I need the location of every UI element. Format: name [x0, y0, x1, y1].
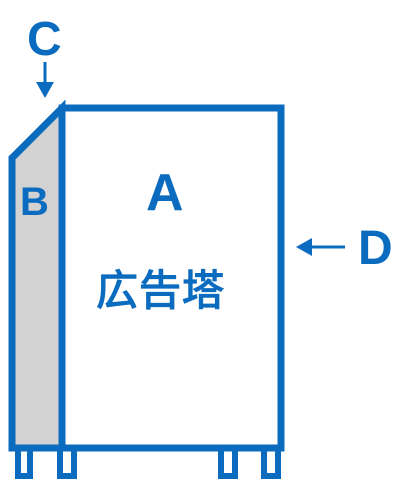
label-c: C [27, 13, 62, 66]
front-panel [58, 104, 285, 452]
side-panel [8, 99, 66, 452]
foot-2 [57, 450, 77, 479]
arrow-d [296, 238, 345, 256]
label-b: B [20, 180, 49, 224]
foot-1 [15, 450, 33, 479]
foot-4 [261, 450, 281, 479]
arrow-c [36, 62, 54, 98]
label-d: D [358, 222, 393, 275]
feet [15, 450, 281, 479]
foot-3 [218, 450, 238, 479]
label-a: A [146, 164, 184, 222]
label-advertising-tower: 広告塔 [96, 267, 226, 314]
